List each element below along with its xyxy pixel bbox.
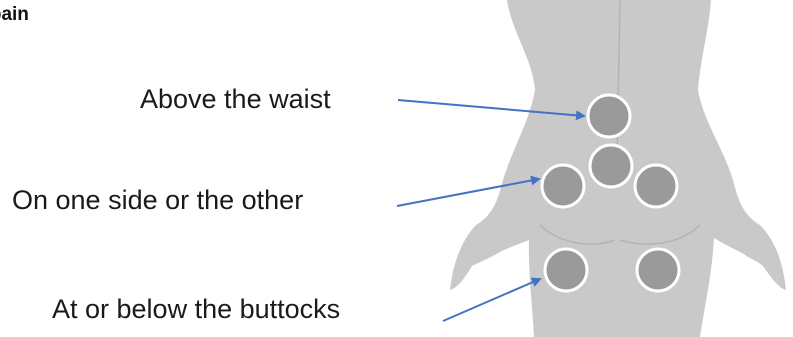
spot-below-buttock-right	[637, 249, 679, 291]
label-below-buttocks: At or below the buttocks	[52, 293, 340, 325]
spot-below-buttock-left	[545, 249, 587, 291]
spot-center-lower-back	[590, 145, 632, 187]
label-above-waist: Above the waist	[140, 83, 331, 115]
label-one-side: On one side or the other	[12, 184, 303, 216]
spot-left-side	[542, 165, 584, 207]
spot-right-side	[635, 165, 677, 207]
spot-above-waist	[588, 95, 630, 137]
